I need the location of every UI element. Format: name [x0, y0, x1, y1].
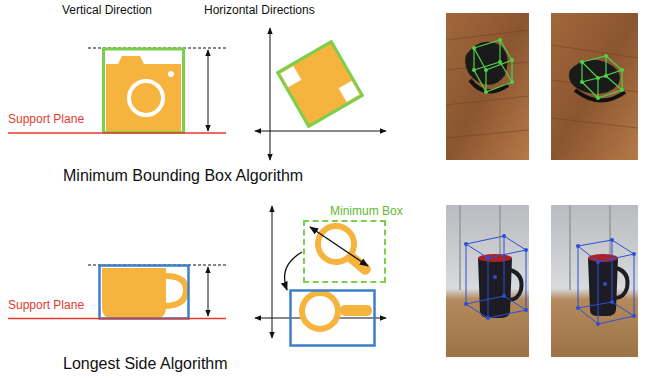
minimum-box: Minimum Box — [303, 220, 386, 283]
photo-mug-1-part — [509, 270, 522, 300]
box-heading: Minimum Box — [330, 205, 403, 219]
photo-camera-2-part-part — [620, 68, 624, 72]
column-heading: Horizontal Directions — [204, 4, 315, 18]
photo-camera-2-part — [582, 56, 622, 98]
photo-mug-1-part — [466, 236, 526, 318]
camera-figure-part — [106, 56, 181, 131]
photo-mug-1-part-part — [493, 275, 497, 279]
photo-mug-1-part — [464, 234, 528, 320]
photo-mug-2-part-part — [610, 238, 614, 242]
camera-figure-part — [129, 81, 163, 115]
photo-camera-2-part-part — [604, 74, 608, 78]
top-view-axes — [255, 28, 386, 160]
photo-camera-1-part-part — [510, 80, 514, 84]
photo-mug-2-part-part — [578, 240, 634, 324]
photo-mug-2-part-part — [596, 322, 600, 326]
photo-mug-2-part-part — [632, 314, 636, 318]
camera-figure-part — [208, 50, 209, 131]
photo-camera-2-part-part — [580, 60, 584, 64]
photo-mug-2-part — [588, 258, 618, 316]
photo-camera-1-part-part — [510, 58, 514, 62]
mug-figure-part — [208, 267, 209, 316]
longest-side-axes-part — [340, 305, 372, 316]
photo-mug-2-part-part — [610, 300, 614, 304]
top-view-axes-part-part — [339, 81, 360, 102]
top-view-axes-part — [255, 131, 386, 132]
photo-mug-1-part-part — [502, 294, 506, 298]
photo-camera-2-part-part — [604, 54, 608, 58]
longest-side-axes-part — [310, 227, 368, 266]
longest-side-axes-part — [311, 219, 382, 286]
photo-mug-1-part-part — [466, 236, 526, 318]
photo-camera-1-part-part — [472, 68, 476, 72]
photo-camera-2 — [551, 13, 638, 160]
mug-figure-part — [100, 266, 189, 319]
photo-camera-2-part-part — [582, 56, 622, 98]
longest-side-axes-part — [285, 252, 302, 290]
photo-mug-2-part — [615, 268, 628, 298]
photo-mug-2-part-part — [576, 244, 580, 248]
photo-mug-2-part — [578, 240, 634, 324]
algorithm-title: Minimum Bounding Box Algorithm — [63, 167, 303, 185]
longest-side-axes — [255, 206, 386, 346]
photo-mug-2-part-part — [632, 252, 636, 256]
photo-camera-1-part — [446, 30, 529, 138]
photo-camera-1-part-part — [484, 68, 488, 72]
photo-camera-2-part-part — [596, 96, 600, 100]
photo-mug-2-part — [576, 238, 636, 326]
photo-mug-1-part-part — [464, 242, 468, 246]
mug-figure-part — [164, 276, 186, 306]
longest-side-axes-part — [291, 291, 375, 346]
top-view-axes-part-part — [278, 42, 363, 127]
photo-camera-2-part — [551, 13, 638, 160]
support-plane-label: Support Plane — [8, 299, 84, 313]
photo-camera-1-part — [474, 40, 512, 92]
photo-camera-2-part-part — [620, 88, 624, 92]
photo-mug-1-part — [478, 258, 512, 318]
photo-camera-1-part-part — [484, 90, 488, 94]
photo-camera-1 — [446, 13, 529, 160]
photo-mug-2-part-part — [596, 260, 600, 264]
photo-camera-1-part-part — [498, 60, 502, 64]
photo-mug-1-part-part — [486, 316, 490, 320]
photo-camera-1-part-part — [472, 46, 476, 50]
photo-camera-1-part-part — [474, 40, 512, 92]
algorithm-title: Longest Side Algorithm — [63, 355, 228, 373]
top-view-axes-part — [278, 42, 363, 127]
top-view-axes-part — [270, 28, 271, 160]
mug-figure — [8, 265, 226, 319]
photo-mug-2-part — [551, 205, 638, 357]
column-heading: Vertical Direction — [62, 4, 152, 18]
camera-figure — [8, 48, 226, 133]
photo-camera-1-part — [446, 13, 529, 160]
photo-mug-1-part — [446, 205, 529, 357]
photo-camera-2-part — [551, 45, 638, 128]
photo-camera-1-part — [472, 38, 514, 94]
support-plane-label: Support Plane — [8, 113, 84, 127]
photo-camera-1-part-part — [498, 38, 502, 42]
camera-figure-part — [168, 71, 174, 77]
photo-mug-1 — [446, 205, 529, 357]
photo-mug-1-part-part — [524, 248, 528, 252]
camera-figure-part — [8, 132, 226, 134]
photo-mug-2 — [551, 205, 638, 357]
photo-camera-2-part-part — [580, 80, 584, 84]
photo-camera-2-part-part — [596, 76, 600, 80]
mug-figure-part — [8, 318, 226, 320]
top-view-axes-part-part — [280, 66, 301, 87]
photo-mug-1-part-part — [502, 234, 506, 238]
photo-mug-2-part-part — [576, 306, 580, 310]
photo-mug-2-part-part — [603, 282, 607, 286]
photo-mug-1-part-part — [486, 256, 490, 260]
photo-mug-1-part-part — [524, 308, 528, 312]
camera-figure-part — [104, 49, 184, 133]
longest-side-axes-part — [302, 293, 338, 329]
photo-mug-1-part-part — [464, 302, 468, 306]
photo-camera-2-part — [580, 54, 624, 100]
mug-figure-part — [102, 268, 166, 318]
